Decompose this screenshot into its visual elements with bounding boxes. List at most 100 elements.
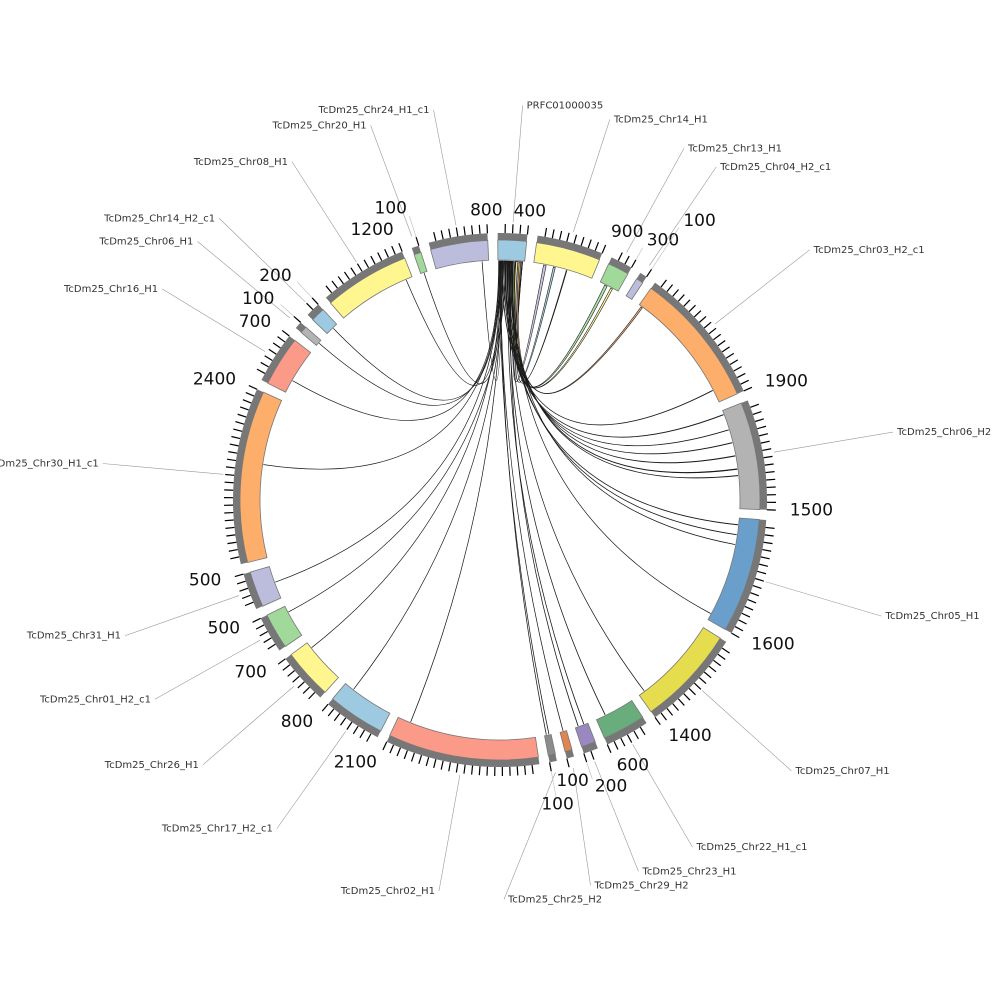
sector-name-label: TcDm25_Chr04_H2_c1 [719, 162, 831, 173]
sector-block[interactable] [722, 402, 761, 510]
sector[interactable] [256, 329, 312, 393]
sector[interactable] [234, 566, 282, 610]
axis-tick [587, 239, 592, 249]
name-leader-line [102, 463, 224, 475]
sector-block[interactable] [389, 716, 539, 761]
name-leader-line [632, 744, 693, 848]
tick-label: 900 [611, 222, 643, 242]
tick-label: 800 [281, 712, 313, 732]
sector[interactable] [306, 297, 338, 335]
sector-block[interactable] [599, 263, 629, 292]
sector-block[interactable] [267, 339, 312, 393]
axis-tick [287, 670, 295, 677]
sector-block[interactable] [413, 251, 428, 274]
axis-tick [433, 759, 437, 769]
sector[interactable] [277, 642, 340, 700]
axis-tick [325, 285, 333, 294]
sector-name-label: TcDm25_Chr24_H1_c1 [318, 105, 430, 116]
link-ribbon [405, 260, 501, 386]
sector-block[interactable] [249, 566, 282, 607]
sector[interactable] [321, 683, 391, 742]
link-ribbon [410, 260, 504, 723]
sector[interactable] [428, 224, 490, 270]
sector-block[interactable] [430, 239, 490, 270]
sector-block[interactable] [239, 391, 283, 563]
sector-block[interactable] [290, 642, 340, 693]
sector[interactable] [382, 716, 540, 776]
sector-block[interactable] [559, 730, 573, 753]
axis-tick [733, 366, 742, 372]
axis-tick [359, 729, 366, 739]
axis-tick [396, 747, 401, 757]
sector-block[interactable] [638, 287, 738, 403]
axis-tick [698, 677, 707, 685]
sector-block[interactable] [544, 734, 556, 756]
axis-tick [744, 605, 754, 611]
sector-block[interactable] [638, 626, 721, 713]
axis-tick [757, 570, 767, 575]
sector[interactable] [595, 700, 647, 753]
sector-block[interactable] [595, 700, 644, 739]
axis-tick [244, 601, 254, 607]
sector-block[interactable] [331, 683, 391, 732]
axis-tick [337, 276, 344, 285]
axis-tick [729, 359, 739, 366]
axis-tick [734, 626, 744, 632]
sector-axis-band [307, 304, 324, 320]
link-ribbon [510, 260, 579, 727]
sector-block[interactable] [300, 326, 322, 346]
sector[interactable] [599, 252, 637, 292]
sector[interactable] [325, 242, 413, 319]
axis-tick [321, 703, 329, 712]
sector-block[interactable] [497, 239, 528, 262]
axis-tick [398, 242, 403, 252]
axis-tick [594, 241, 600, 251]
axis-tick [708, 665, 717, 673]
sector[interactable] [722, 400, 776, 511]
sector[interactable] [252, 605, 303, 651]
sector-block[interactable] [533, 242, 601, 279]
sector[interactable] [574, 722, 598, 763]
axis-tick [259, 630, 268, 637]
sector[interactable] [625, 268, 653, 300]
sector[interactable] [544, 734, 557, 772]
axis-tick [230, 556, 240, 560]
axis-tick [231, 435, 241, 440]
axis-tick [236, 580, 246, 585]
sector[interactable] [707, 517, 775, 639]
sector-name-label: TcDm25_Chr06_H1 [98, 236, 193, 247]
sector-axis-band [285, 654, 326, 698]
sector-axis-band [536, 235, 603, 260]
sector-block[interactable] [574, 722, 596, 748]
sector-block[interactable] [329, 257, 413, 319]
axis-tick [227, 541, 237, 545]
axis-tick [677, 698, 685, 706]
sector-block[interactable] [625, 278, 644, 300]
axis-tick [333, 713, 341, 722]
axis-tick [620, 737, 626, 747]
axis-tick [698, 315, 707, 323]
sector-axis-band [565, 749, 575, 759]
sector-block[interactable] [266, 605, 303, 648]
sector[interactable] [497, 224, 529, 262]
axis-tick [228, 451, 238, 454]
sector[interactable] [533, 227, 607, 279]
tick-label: 800 [470, 200, 502, 220]
sector[interactable] [411, 236, 428, 274]
axis-tick [389, 744, 395, 754]
axis-tick [755, 418, 764, 423]
sector[interactable] [638, 279, 753, 403]
sector[interactable] [559, 730, 575, 768]
axis-tick [757, 425, 767, 430]
tick-label: 100 [375, 198, 407, 218]
sector[interactable] [293, 315, 322, 346]
link-ribbon [275, 260, 502, 583]
sector-block[interactable] [707, 517, 760, 631]
tick-label: 2400 [193, 370, 236, 390]
sector-block[interactable] [312, 308, 338, 335]
axis-tick [559, 230, 563, 240]
axis-tick [544, 227, 548, 237]
axis-tick [293, 315, 302, 323]
sector[interactable] [224, 384, 283, 565]
sector[interactable] [638, 626, 730, 726]
